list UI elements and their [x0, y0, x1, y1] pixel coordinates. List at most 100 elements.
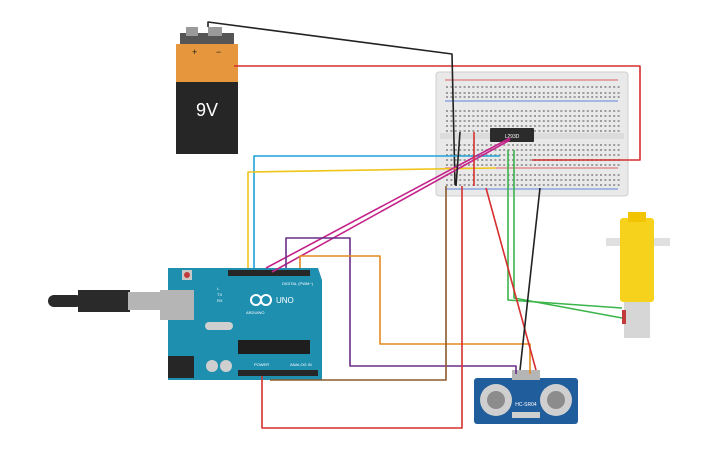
- breadboard-hole: [476, 125, 479, 127]
- l-label: L: [217, 286, 220, 291]
- breadboard-hole: [595, 92, 598, 94]
- breadboard-hole: [551, 144, 554, 146]
- breadboard-hole: [556, 184, 558, 186]
- breadboard-hole: [573, 154, 576, 156]
- breadboard-hole: [529, 159, 532, 161]
- breadboard-hole: [503, 149, 506, 151]
- breadboard-hole: [551, 110, 554, 112]
- breadboard-hole: [569, 120, 572, 122]
- breadboard-hole: [560, 179, 563, 181]
- breadboard-hole: [578, 174, 580, 176]
- breadboard-hole: [538, 125, 541, 127]
- breadboard-hole: [525, 144, 528, 146]
- breadboard-hole: [534, 179, 536, 181]
- breadboard-hole: [459, 174, 462, 176]
- breadboard-hole: [485, 154, 488, 156]
- breadboard-hole: [538, 86, 541, 88]
- breadboard-hole: [542, 86, 545, 88]
- breadboard-hole: [595, 96, 598, 98]
- breadboard-hole: [454, 125, 457, 127]
- breadboard-hole: [573, 110, 576, 112]
- breadboard-hole: [586, 144, 589, 146]
- battery-9v: + − 9V: [176, 27, 238, 154]
- breadboard-hole: [551, 130, 554, 132]
- breadboard-hole: [516, 96, 519, 98]
- breadboard-hole: [534, 184, 536, 186]
- breadboard-hole: [564, 92, 567, 94]
- breadboard-hole: [538, 96, 541, 98]
- breadboard-hole: [446, 154, 448, 156]
- breadboard-hole: [569, 179, 572, 181]
- breadboard-hole: [485, 179, 488, 181]
- breadboard-hole: [459, 86, 462, 88]
- breadboard-hole: [547, 125, 550, 127]
- breadboard-hole: [463, 154, 466, 156]
- breadboard-hole: [573, 149, 576, 151]
- breadboard-hole: [573, 164, 576, 166]
- breadboard-hole: [582, 86, 585, 88]
- breadboard-hole: [617, 110, 620, 112]
- breadboard-hole: [586, 164, 589, 166]
- breadboard-hole: [538, 110, 541, 112]
- breadboard-hole: [600, 115, 602, 117]
- wire-red-5v: [261, 186, 463, 429]
- breadboard-hole: [490, 154, 492, 156]
- breadboard-hole: [463, 144, 466, 146]
- breadboard-hole: [564, 184, 567, 186]
- breadboard-hole: [481, 159, 484, 161]
- breadboard-hole: [507, 125, 510, 127]
- breadboard-hole: [595, 149, 598, 151]
- breadboard-hole: [525, 149, 528, 151]
- breadboard-hole: [582, 92, 585, 94]
- breadboard-hole: [604, 86, 607, 88]
- breadboard-hole: [569, 110, 572, 112]
- breadboard-hole: [476, 174, 479, 176]
- breadboard-hole: [608, 120, 611, 122]
- capacitor-right: [220, 360, 232, 372]
- breadboard-hole: [520, 96, 523, 98]
- breadboard-hole: [512, 125, 514, 127]
- breadboard-hole: [463, 184, 466, 186]
- breadboard-hole: [450, 130, 453, 132]
- breadboard-hole: [481, 144, 484, 146]
- breadboard-hole: [463, 125, 466, 127]
- wire-battery-positive-red: [234, 65, 641, 161]
- breadboard-hole: [454, 92, 457, 94]
- breadboard-hole: [512, 92, 514, 94]
- breadboard-hole: [459, 149, 462, 151]
- breadboard-hole: [481, 110, 484, 112]
- breadboard-hole: [569, 125, 572, 127]
- breadboard-hole: [485, 130, 488, 132]
- breadboard-hole: [490, 174, 492, 176]
- breadboard-hole: [547, 184, 550, 186]
- breadboard-hole: [450, 115, 453, 117]
- breadboard-hole: [498, 174, 501, 176]
- breadboard-hole: [525, 120, 528, 122]
- breadboard-hole: [446, 184, 448, 186]
- breadboard-hole: [498, 179, 501, 181]
- breadboard-hole: [529, 149, 532, 151]
- breadboard-hole: [556, 86, 558, 88]
- breadboard-hole: [564, 86, 567, 88]
- breadboard-hole: [560, 174, 563, 176]
- breadboard-hole: [578, 86, 580, 88]
- breadboard-hole: [481, 179, 484, 181]
- breadboard-hole: [582, 154, 585, 156]
- breadboard-hole: [454, 149, 457, 151]
- breadboard-hole: [476, 149, 479, 151]
- breadboard-hole: [450, 125, 453, 127]
- breadboard-hole: [578, 144, 580, 146]
- usb-port: [160, 290, 194, 320]
- breadboard-hole: [472, 110, 475, 112]
- breadboard-hole: [476, 144, 479, 146]
- breadboard-hole: [485, 92, 488, 94]
- breadboard-hole: [450, 154, 453, 156]
- breadboard-hole: [446, 92, 448, 94]
- breadboard-hole: [503, 159, 506, 161]
- breadboard-hole: [595, 184, 598, 186]
- breadboard-hole: [556, 92, 558, 94]
- breadboard-hole: [503, 115, 506, 117]
- breadboard-hole: [569, 149, 572, 151]
- breadboard-hole: [551, 125, 554, 127]
- wire-yellow: [247, 167, 497, 268]
